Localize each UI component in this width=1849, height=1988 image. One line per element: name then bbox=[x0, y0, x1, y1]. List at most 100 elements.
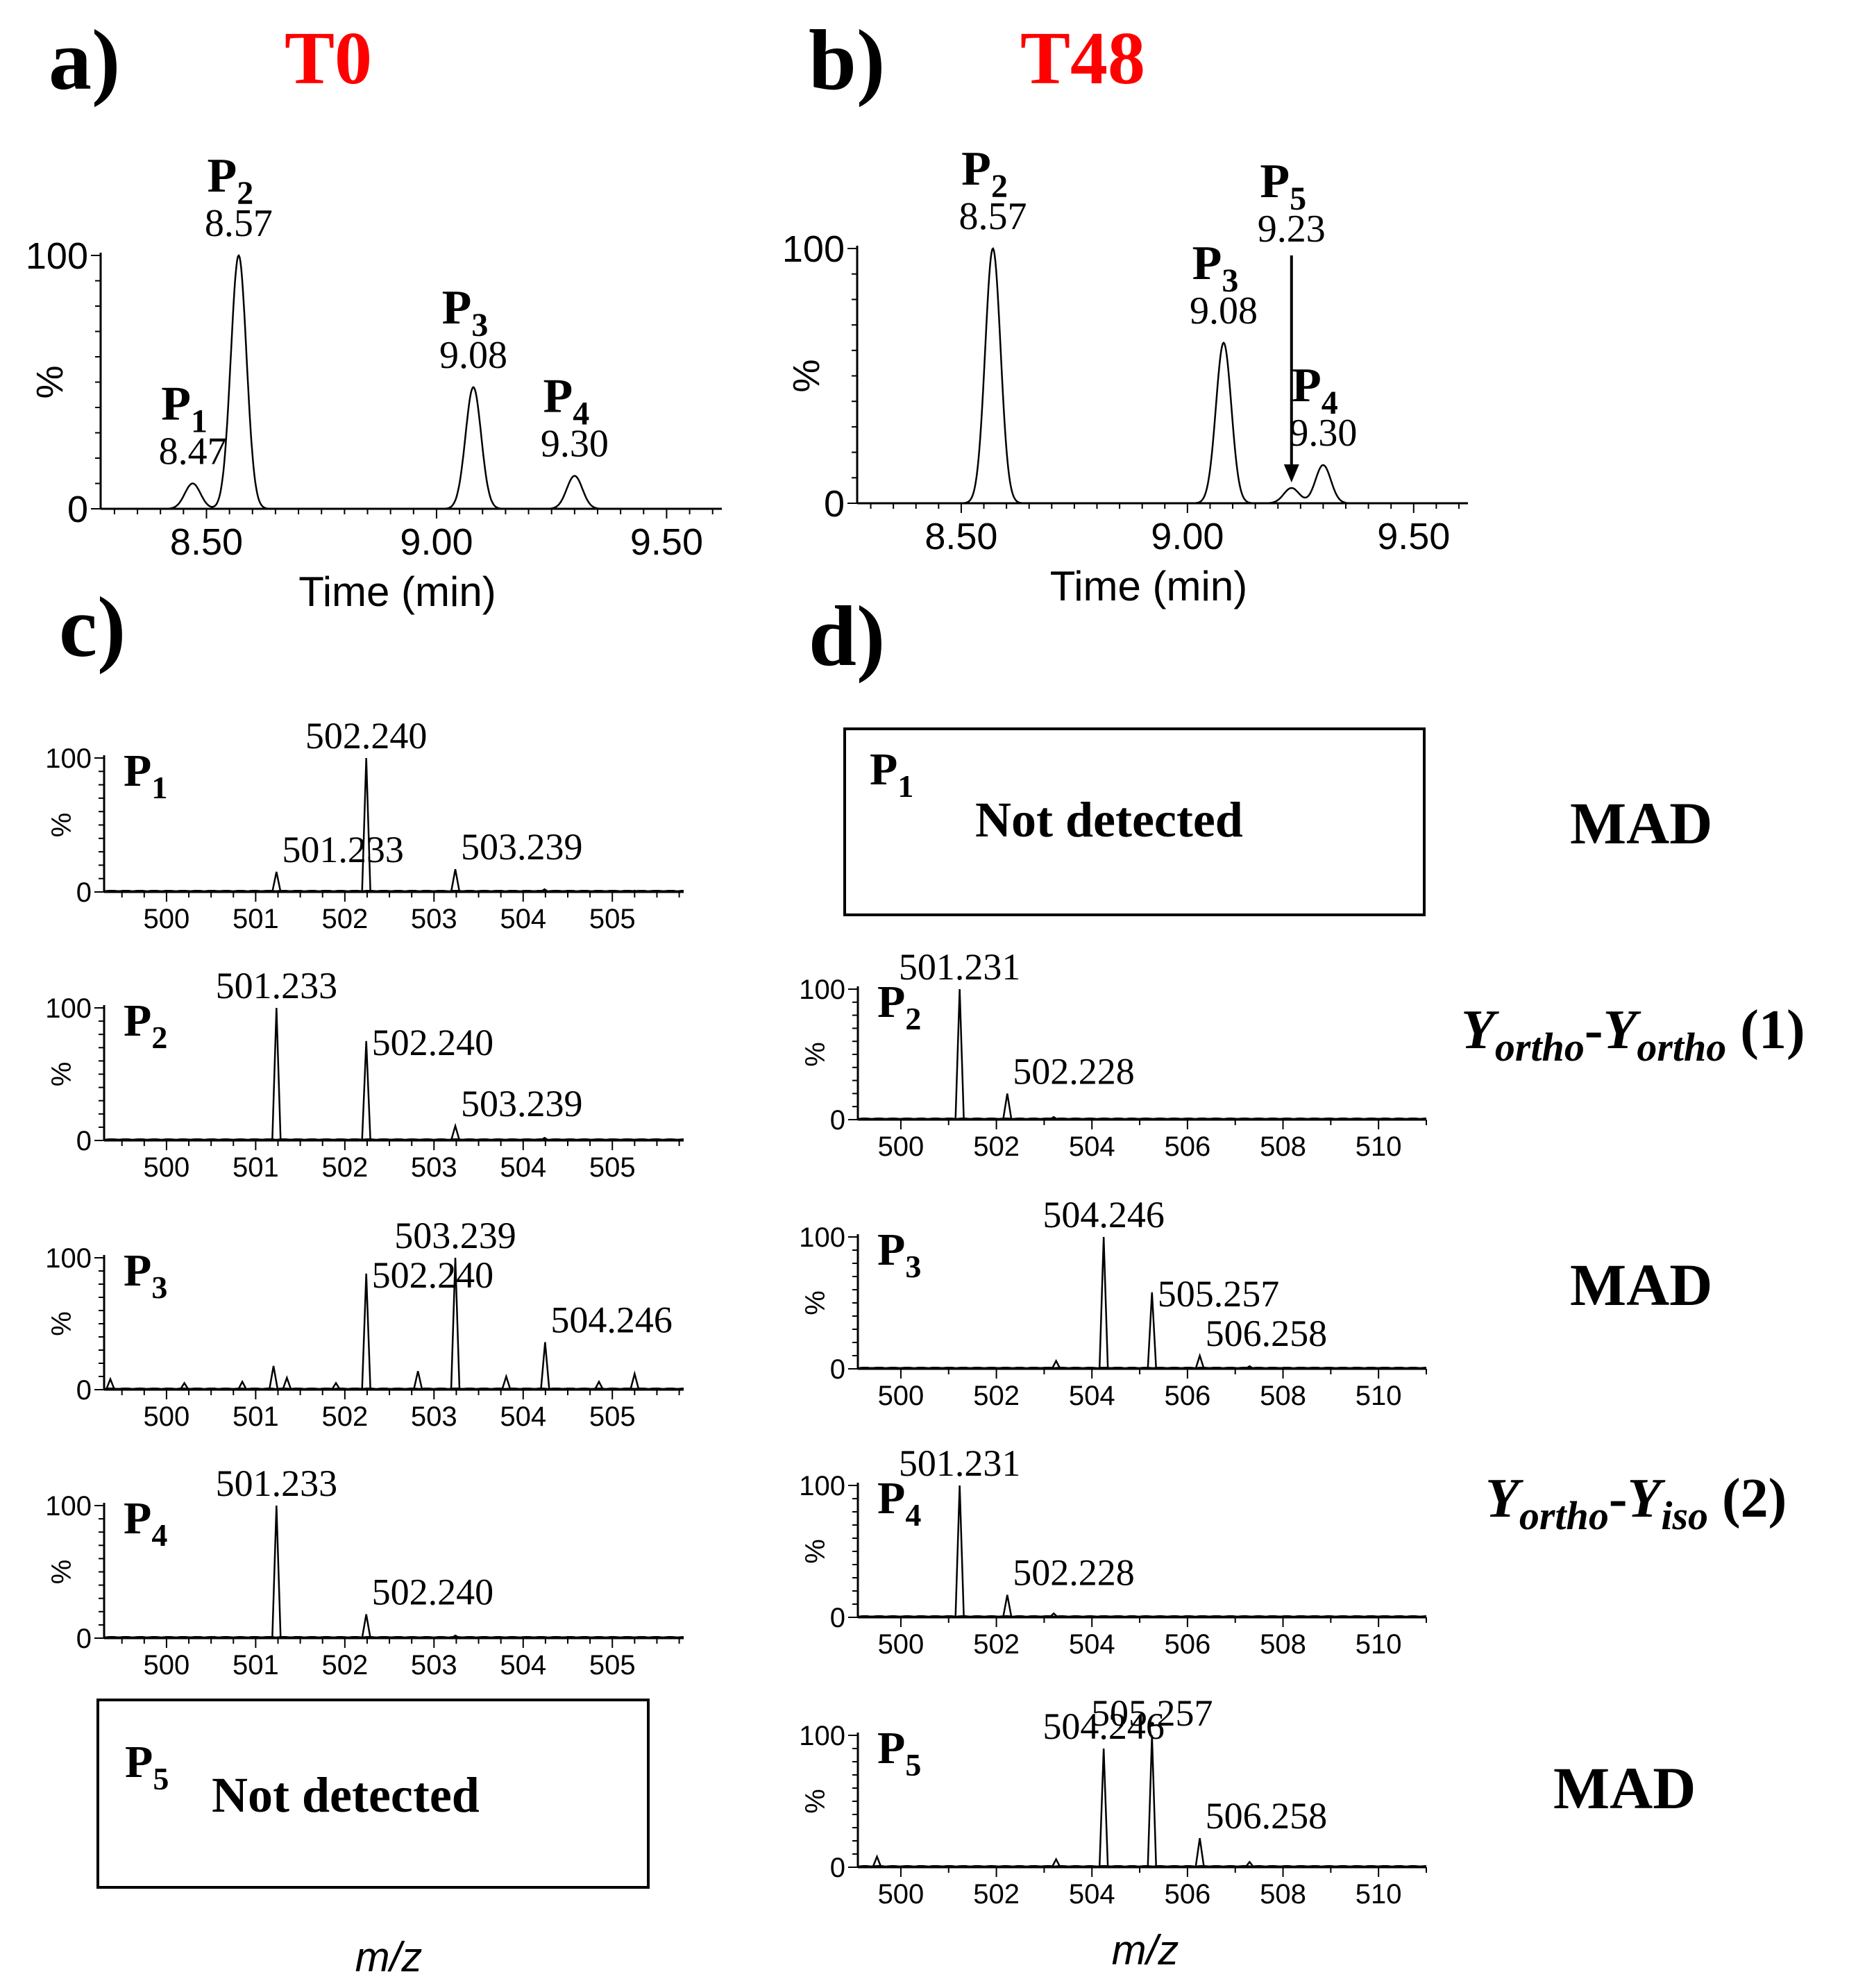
spectrum-peak-id: P5 bbox=[877, 1723, 921, 1783]
c-p5-not-detected-box bbox=[96, 1699, 650, 1889]
spectrum-peak bbox=[450, 868, 461, 893]
mz-label: 501.233 bbox=[282, 829, 404, 870]
mz-label: 505.257 bbox=[1091, 1692, 1213, 1734]
spectrum-peak bbox=[361, 1273, 371, 1390]
x-tick-label: 502 bbox=[973, 1131, 1020, 1162]
y-tick-label: 0 bbox=[830, 1603, 845, 1633]
peak-name-label: P5 bbox=[1260, 155, 1306, 217]
x-tick-label: 501 bbox=[233, 1650, 279, 1680]
y-axis-label: % bbox=[47, 813, 77, 838]
y-tick-label: 0 bbox=[824, 483, 845, 525]
y-tick-label: 100 bbox=[45, 993, 92, 1024]
spectrum-peak bbox=[501, 1373, 512, 1390]
spectrum-peak bbox=[361, 1041, 371, 1141]
y-axis-label: % bbox=[800, 1539, 831, 1564]
c-not-detected-text: Not detected bbox=[212, 1767, 480, 1823]
y-axis-label: % bbox=[800, 1789, 831, 1814]
spectrum-peak bbox=[1049, 1612, 1059, 1618]
spectrum-peak bbox=[1147, 1735, 1157, 1868]
mz-label: 504.246 bbox=[1042, 1194, 1165, 1236]
peak-name-label: P3 bbox=[442, 281, 489, 344]
spectrum-peak bbox=[282, 1375, 292, 1390]
d-not-detected-text: Not detected bbox=[975, 792, 1243, 848]
x-tick-label: 500 bbox=[878, 1629, 924, 1660]
spectrum-peak bbox=[412, 1371, 423, 1390]
peak-rt-label: 9.23 bbox=[1258, 208, 1326, 251]
assignment-p3: MAD bbox=[1570, 1252, 1712, 1318]
x-tick-label: 504 bbox=[500, 1401, 546, 1432]
x-tick-label: 505 bbox=[589, 1152, 636, 1183]
x-axis-title: Time (min) bbox=[298, 568, 496, 615]
d-xaxis-title: m/z bbox=[1112, 1927, 1179, 1973]
x-tick-label: 8.50 bbox=[924, 516, 997, 557]
x-tick-label: 504 bbox=[500, 904, 546, 934]
mz-label: 502.228 bbox=[1013, 1552, 1135, 1594]
spectrum-peak bbox=[540, 1342, 550, 1390]
spectrum-peak bbox=[450, 1122, 461, 1141]
spectrum-peak bbox=[872, 1854, 882, 1868]
spectrum-peak-id: P3 bbox=[877, 1224, 921, 1284]
panel-b-letter: b) bbox=[809, 12, 885, 108]
peak-arrowhead bbox=[1283, 464, 1299, 482]
spectrum-peak bbox=[539, 1136, 550, 1142]
mz-label: 501.233 bbox=[216, 965, 338, 1006]
spectrum-peak bbox=[1002, 1594, 1013, 1618]
spectrum-peak bbox=[450, 1634, 460, 1640]
mz-label: 503.239 bbox=[461, 826, 583, 868]
y-tick-label: 100 bbox=[799, 1222, 845, 1253]
spectrum-peak bbox=[361, 1614, 371, 1639]
x-tick-label: 502 bbox=[321, 904, 368, 934]
panel-b-condition: T48 bbox=[1020, 17, 1145, 100]
x-tick-label: 510 bbox=[1356, 1131, 1402, 1162]
x-tick-label: 504 bbox=[1069, 1131, 1115, 1162]
mz-label: 504.246 bbox=[550, 1299, 673, 1341]
spectrum-peak bbox=[630, 1370, 640, 1390]
x-tick-label: 505 bbox=[589, 904, 636, 934]
y-tick-label: 0 bbox=[76, 877, 92, 908]
spectrum-peak-id: P3 bbox=[124, 1245, 167, 1305]
spectrum-peak bbox=[630, 889, 639, 893]
spectrum-peak bbox=[271, 1007, 282, 1141]
x-tick-label: 500 bbox=[144, 1152, 190, 1183]
y-axis-label: % bbox=[47, 1062, 77, 1087]
panel-d-letter: d) bbox=[809, 589, 885, 684]
spectrum-peak bbox=[1002, 1093, 1013, 1120]
x-tick-label: 510 bbox=[1356, 1629, 1402, 1660]
mz-label: 504.246 bbox=[1042, 1705, 1165, 1747]
spectrum-peak bbox=[268, 1365, 279, 1390]
y-tick-label: 100 bbox=[45, 1491, 92, 1522]
spectrum-peak bbox=[271, 871, 282, 893]
y-tick-label: 0 bbox=[830, 1354, 845, 1385]
spectrum-peak bbox=[330, 1381, 341, 1390]
chromatogram-trace bbox=[857, 246, 1468, 505]
assignment-p4: Yortho-Yiso (2) bbox=[1485, 1468, 1787, 1538]
mz-label: 503.239 bbox=[394, 1215, 516, 1256]
x-tick-label: 510 bbox=[1356, 1879, 1402, 1910]
peak-name-label: P1 bbox=[161, 378, 208, 440]
mz-label: 502.228 bbox=[1013, 1050, 1135, 1092]
x-tick-label: 504 bbox=[1069, 1381, 1115, 1411]
x-tick-label: 503 bbox=[411, 1650, 457, 1680]
x-tick-label: 500 bbox=[878, 1879, 924, 1910]
mz-label: 502.240 bbox=[372, 1022, 494, 1063]
mz-label: 506.258 bbox=[1206, 1795, 1328, 1837]
x-tick-label: 504 bbox=[1069, 1629, 1115, 1660]
mz-label: 501.233 bbox=[216, 1463, 338, 1504]
spectrum-peak bbox=[1194, 1838, 1205, 1868]
x-tick-label: 503 bbox=[411, 1152, 457, 1183]
spectrum-peak bbox=[1194, 1352, 1205, 1370]
assignment-p1: MAD bbox=[1570, 790, 1712, 857]
x-tick-label: 506 bbox=[1165, 1879, 1211, 1910]
x-tick-label: 9.00 bbox=[1151, 516, 1224, 557]
panel-c-letter: c) bbox=[59, 580, 126, 675]
x-tick-label: 504 bbox=[500, 1152, 546, 1183]
x-tick-label: 502 bbox=[321, 1152, 368, 1183]
